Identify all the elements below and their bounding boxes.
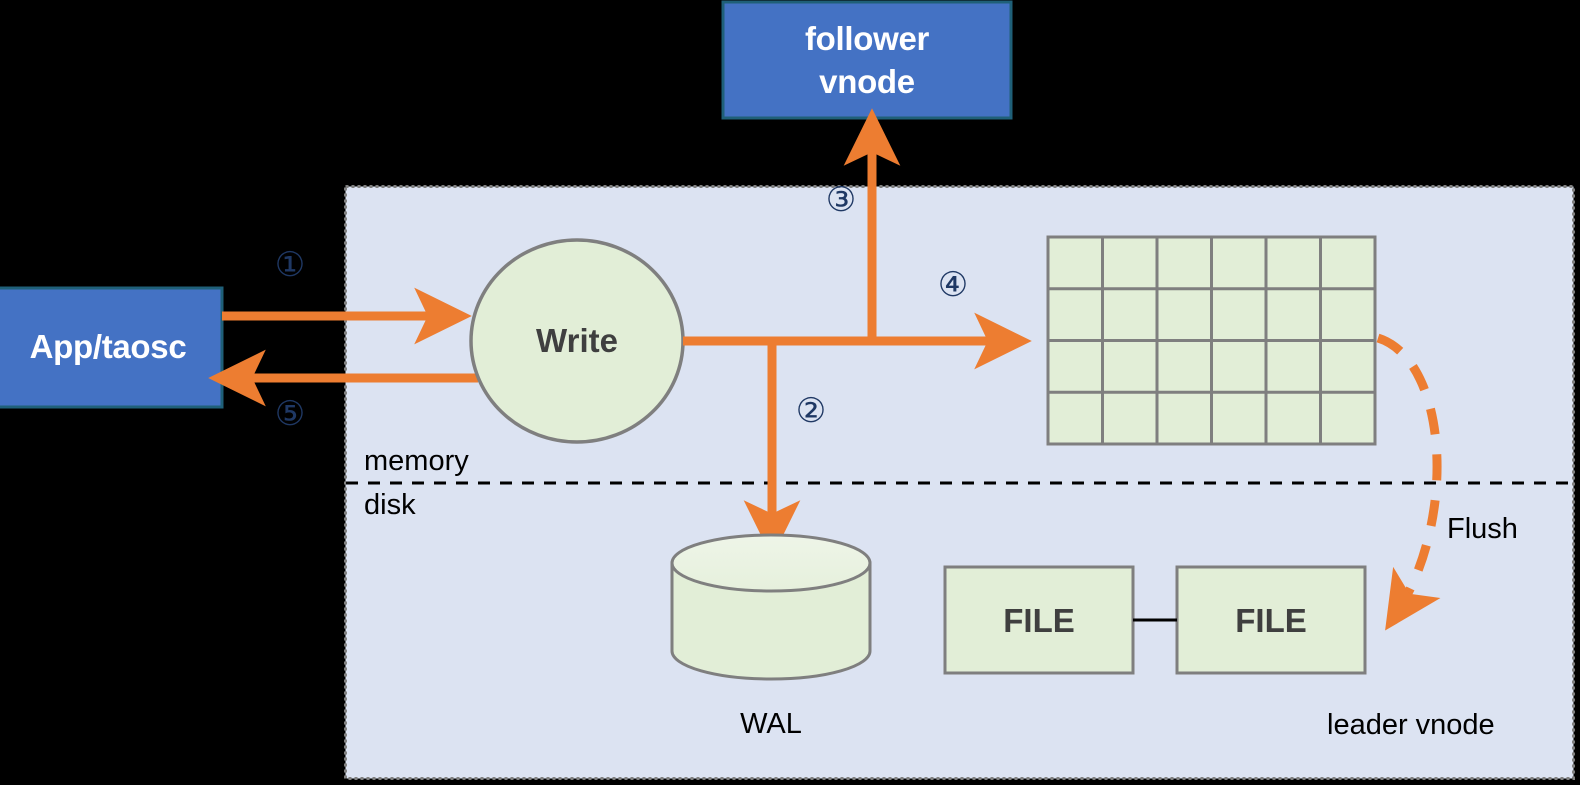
app-taosc-box[interactable] (0, 286, 224, 409)
wal-cylinder[interactable] (670, 533, 872, 681)
follower-vnode-box[interactable] (721, 0, 1013, 120)
write-ellipse[interactable] (469, 238, 685, 444)
memtable-grid[interactable] (1046, 235, 1377, 446)
file-box-2[interactable] (1175, 565, 1367, 675)
file-box-1[interactable] (943, 565, 1135, 675)
